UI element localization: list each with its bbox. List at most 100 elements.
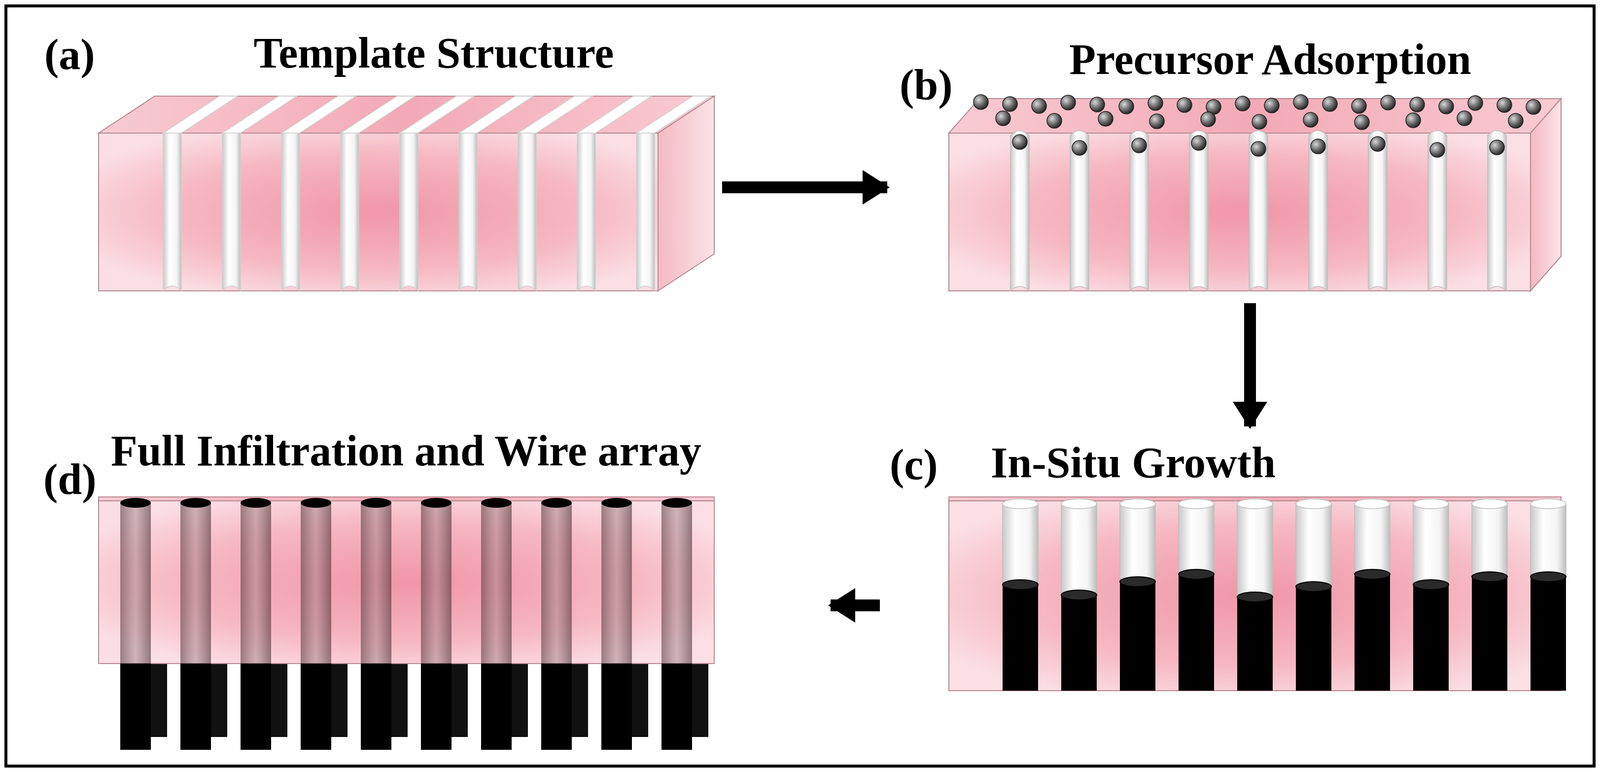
precursor-particle (1322, 96, 1338, 112)
precursor-particle (1409, 97, 1425, 112)
growing-wire (1413, 584, 1449, 691)
precursor-particle (1046, 113, 1062, 129)
precursor-particle (1496, 97, 1512, 113)
pore-channel (1010, 130, 1030, 291)
process-arrow (722, 181, 888, 194)
precursor-particle (1303, 112, 1319, 128)
panel-title: Template Structure (253, 28, 615, 78)
precursor-particle (1293, 94, 1309, 110)
wire-top (1295, 581, 1332, 592)
pore-top (458, 96, 534, 134)
pore-channel (458, 133, 478, 291)
nanowire-leg (180, 663, 211, 750)
pore-channel (1178, 503, 1215, 575)
process-arrow (1244, 303, 1256, 427)
panel-letter: (d) (43, 454, 97, 505)
precursor-particle (1467, 95, 1483, 111)
wire-top (1002, 579, 1039, 590)
nanowire-leg (541, 663, 572, 750)
wire-top (1471, 571, 1508, 582)
block-side (1530, 98, 1562, 291)
precursor-particle (1200, 111, 1216, 127)
precursor-particle (1191, 135, 1207, 151)
pore-channel (1129, 130, 1149, 291)
pore-channel (222, 133, 241, 291)
wire-top (1354, 569, 1391, 580)
precursor-particle (1177, 97, 1192, 113)
nanowire (481, 502, 512, 664)
precursor-particle (1147, 95, 1163, 111)
wire-top (240, 497, 272, 508)
pore-opening (1237, 498, 1273, 509)
pore-channel (340, 133, 359, 291)
block-front (948, 500, 1562, 691)
panel-letter: (b) (899, 60, 953, 110)
nanowire-leg (420, 663, 452, 750)
precursor-particle (1508, 113, 1524, 129)
pore-channel (1061, 503, 1097, 595)
precursor-particle (1370, 136, 1386, 152)
pore-channel (1308, 130, 1328, 291)
precursor-particle (1251, 141, 1266, 157)
wire-top (1530, 571, 1566, 582)
process-arrow (830, 599, 880, 612)
precursor-particle (1351, 98, 1367, 114)
wire-top (661, 497, 693, 508)
panel-node: (a) Template Structure (39, 22, 718, 299)
precursor-particle (1031, 98, 1047, 114)
pore-channel (636, 133, 655, 291)
block-front (98, 133, 659, 291)
pore-channel (1295, 503, 1332, 587)
nanowire (541, 502, 572, 664)
precursor-particle (1264, 98, 1280, 113)
precursor-particle (1072, 140, 1087, 156)
precursor-particle (1489, 139, 1505, 155)
wire-top (1061, 590, 1097, 600)
nanowire-leg (360, 663, 392, 750)
wire-top (420, 497, 452, 508)
wire-top (300, 497, 332, 508)
nanowire (180, 502, 211, 664)
nanowire (240, 502, 272, 664)
pore-channel (281, 133, 300, 291)
pore-channel (1471, 503, 1508, 577)
pore-top (518, 96, 593, 134)
precursor-particle (1149, 113, 1165, 129)
wire-top (360, 497, 392, 508)
growing-wire (1002, 584, 1039, 691)
growing-wire (1295, 586, 1332, 691)
growing-wire (1471, 576, 1508, 691)
block-front (98, 500, 715, 664)
pore-channel (1354, 503, 1391, 575)
pore-opening (1413, 498, 1449, 509)
precursor-particle (1526, 99, 1541, 115)
growing-wire (1119, 581, 1156, 691)
pore-channel (1237, 503, 1273, 597)
pore-top (222, 96, 297, 134)
pore-channel (1070, 130, 1089, 291)
pore-channel (1413, 503, 1449, 585)
nanowire-leg (120, 663, 151, 750)
growing-wire (1178, 574, 1215, 691)
panel-letter: (a) (44, 29, 96, 80)
pore-channel (1189, 130, 1209, 291)
block-top (98, 96, 715, 134)
precursor-particle (1405, 112, 1421, 128)
pore-channel (1530, 503, 1566, 577)
pore-opening (1119, 498, 1156, 509)
nanowire-leg (240, 663, 272, 750)
wire-top (1413, 579, 1449, 590)
panel-letter: (c) (889, 439, 939, 490)
pore-opening (1178, 498, 1215, 509)
pore-top (340, 96, 416, 134)
panel-title: In-Situ Growth (990, 437, 1276, 488)
template-block (98, 496, 715, 750)
nanowire-leg (481, 663, 512, 750)
precursor-particle (1438, 99, 1454, 114)
panel-title: Precursor Adsorption (1069, 34, 1472, 85)
nanowire (601, 502, 632, 664)
precursor-particle (1060, 95, 1076, 110)
